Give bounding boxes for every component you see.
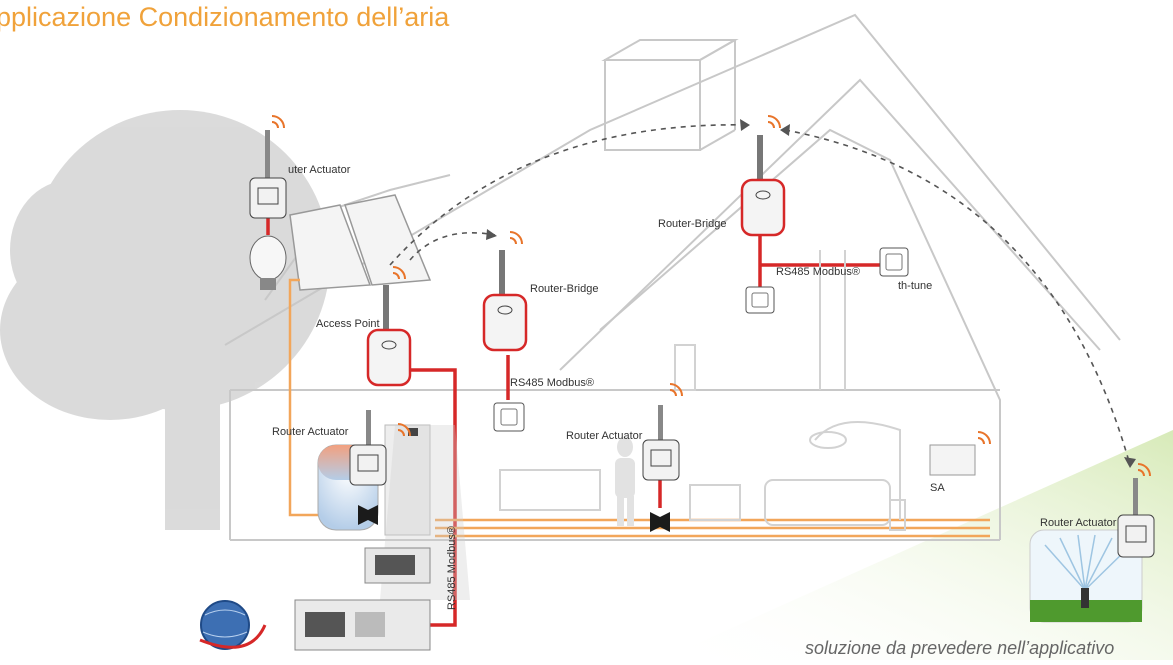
thermostat-th-tune [879,247,909,277]
tree [0,110,330,530]
label-router-bridge-upper: Router-Bridge [658,218,727,230]
globe-icon [199,600,267,650]
label-router-actuator-center: Router Actuator [566,430,643,442]
label-router-actuator-right: Router Actuator [1040,517,1117,529]
label-router-bridge-mid: Router-Bridge [530,283,599,295]
label-router-actuator-top: uter Actuator [288,164,351,176]
wireless-links [389,124,1131,466]
page-title: pplicazione Condizionamento dell’aria [0,2,450,32]
valve-left [358,505,378,525]
person-silhouette [615,437,635,526]
router-actuator-right-device [1117,478,1155,558]
sa-device [929,444,976,476]
access-point-device [366,285,412,387]
router-actuator-center-device [642,405,680,481]
label-th-tune: th-tune [898,280,933,292]
label-rs485-mid: RS485 Modbus® [510,377,594,389]
solar-panels [289,194,432,291]
label-router-actuator-left: Router Actuator [272,426,349,438]
footer-note: soluzione da prevedere nell’applicativo [805,638,1115,658]
label-rs485-upper: RS485 Modbus® [776,266,860,278]
furniture [499,250,906,531]
router-actuator-left-device [349,410,387,486]
valve-center [650,512,670,532]
router-bridge-upper-device [740,135,786,237]
router-actuator-top-device [249,130,287,219]
wifi-icons [271,115,1151,477]
thermostat-center [493,402,525,432]
router-bridge-mid-device [482,250,528,352]
label-sa: SA [930,482,945,494]
thermostat-upper [745,286,775,314]
plc-controller [294,599,431,651]
heating-pipes [288,278,990,538]
label-rs485-vertical: RS485 Modbus® [446,526,458,610]
light-bulb [249,235,287,290]
sprinkler-image [1029,529,1143,623]
display-controller [364,547,431,584]
label-access-point: Access Point [316,318,380,330]
